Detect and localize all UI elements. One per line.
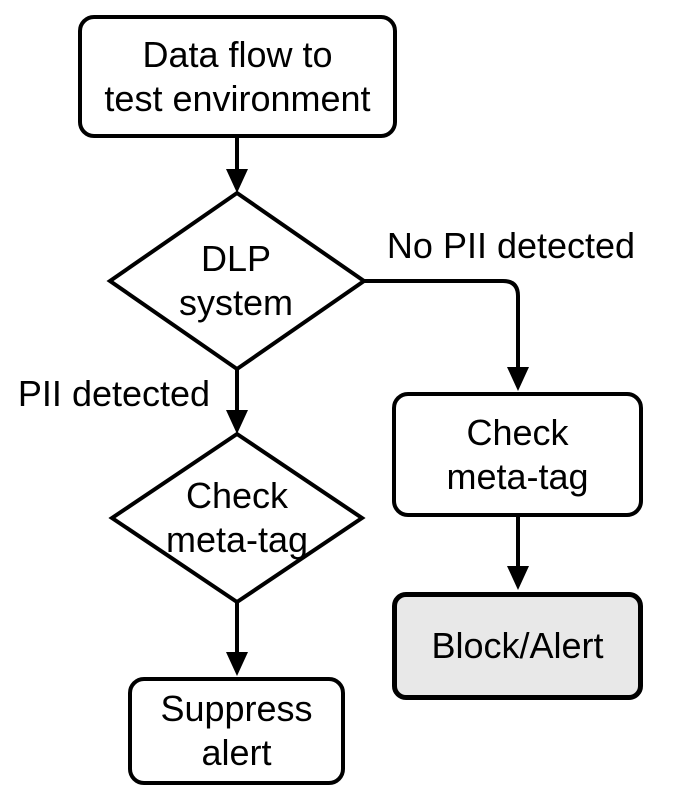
edge-label-pii-detected: PII detected (17, 373, 211, 414)
arrowhead-dlp-to-check-right-icon (507, 367, 529, 391)
node-check-meta-tag-no-pii: Check meta-tag (392, 392, 643, 517)
arrowhead-check-right-to-block-icon (507, 566, 529, 590)
node-label-line: Data flow to (142, 33, 333, 75)
node-data-flow-to-test-environment: Data flow to test environment (78, 15, 397, 138)
arrow-dlp-to-check-right-line (364, 279, 520, 368)
node-label-line: Block/Alert (431, 625, 604, 666)
node-block-alert: Block/Alert (392, 592, 643, 700)
arrowhead-check-left-to-suppress-icon (226, 652, 248, 676)
check-meta-tag-decision-diamond-shape (108, 431, 366, 605)
edge-label-no-pii-detected: No PII detected (386, 225, 636, 266)
arrowhead-dlp-to-check-left-icon (226, 410, 248, 434)
node-label-line: Check (466, 411, 569, 453)
node-label-line: Suppress (160, 688, 313, 729)
node-label-line: meta-tag (446, 455, 589, 497)
node-suppress-alert: Suppress alert (128, 677, 345, 785)
node-label-line: alert (201, 732, 272, 773)
node-label-line: test environment (104, 77, 371, 119)
dlp-decision-diamond-shape (106, 190, 368, 372)
arrowhead-start-to-dlp-icon (226, 169, 248, 193)
